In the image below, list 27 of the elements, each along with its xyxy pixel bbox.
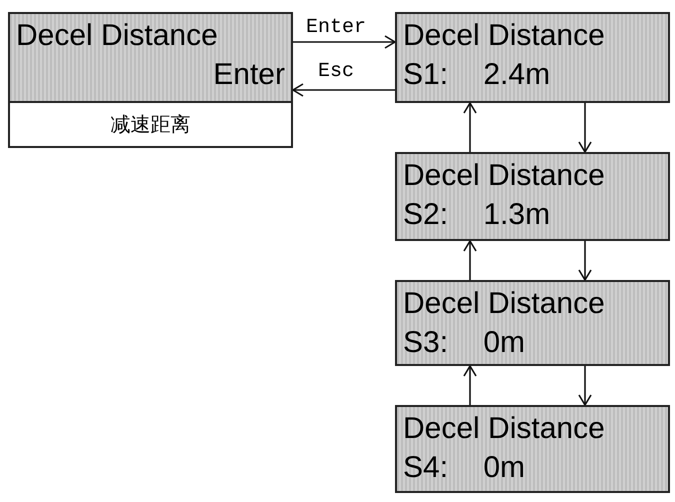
display-text: S2: 1.3m bbox=[403, 197, 552, 233]
display-text: S1: 2.4m bbox=[403, 57, 552, 93]
display-text: Decel Distance bbox=[403, 158, 606, 194]
arrow bbox=[463, 365, 477, 405]
caption-box bbox=[8, 101, 293, 148]
display-text: Decel Distance bbox=[16, 18, 219, 54]
arrow bbox=[293, 35, 396, 49]
arrow bbox=[578, 366, 592, 406]
arrow bbox=[578, 103, 592, 153]
display-text: Decel Distance bbox=[403, 411, 606, 447]
lcd-screen-box bbox=[8, 12, 293, 103]
lcd-screen-box bbox=[395, 12, 670, 103]
lcd-screen-box bbox=[395, 152, 670, 241]
lcd-screen-box bbox=[395, 280, 670, 366]
arrow bbox=[463, 102, 477, 152]
arrow bbox=[463, 240, 477, 280]
display-text: S3: 0m bbox=[403, 325, 526, 361]
display-text: S4: 0m bbox=[403, 450, 526, 486]
display-text: 减速距离 bbox=[110, 111, 192, 137]
display-text: Decel Distance bbox=[403, 18, 606, 54]
lcd-screen-box bbox=[395, 405, 670, 493]
arrow bbox=[292, 83, 395, 97]
display-text: Decel Distance bbox=[403, 286, 606, 322]
arrow bbox=[578, 241, 592, 281]
edge-label: Esc bbox=[318, 60, 354, 83]
display-text: Enter bbox=[212, 57, 285, 93]
edge-label: Enter bbox=[306, 16, 366, 39]
